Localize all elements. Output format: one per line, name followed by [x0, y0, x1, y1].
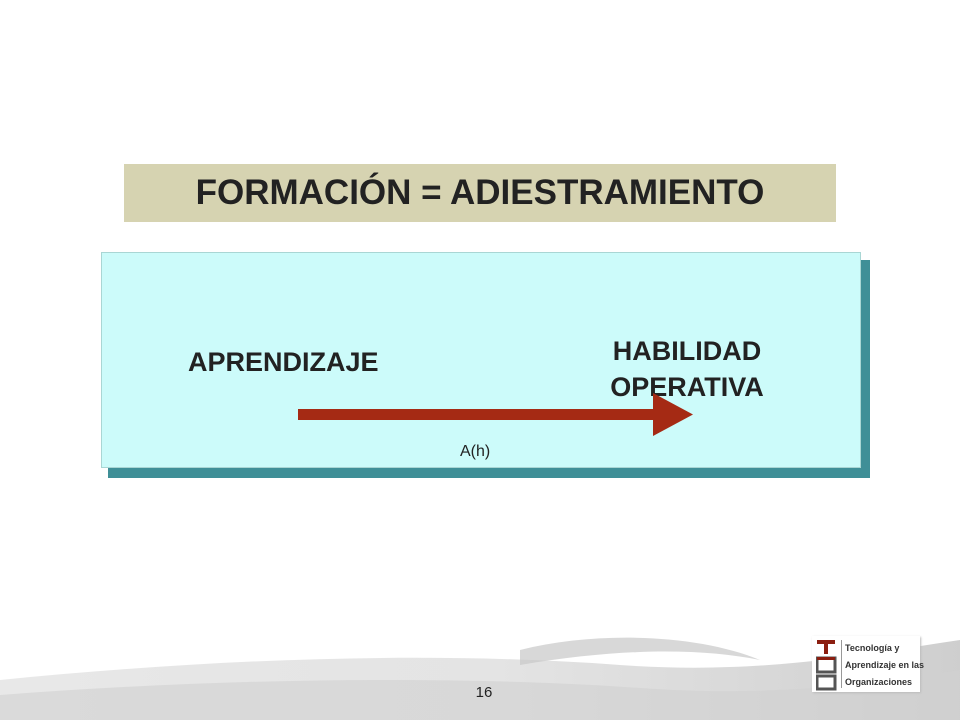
habilidad-operativa-label: HABILIDAD OPERATIVA	[572, 333, 802, 405]
tao-logo: Tecnología y Aprendizaje en las Organiza…	[812, 636, 924, 692]
arrow-head-icon	[653, 393, 693, 436]
arrow-shaft	[298, 409, 658, 420]
progress-arrow	[298, 393, 693, 436]
page-title: FORMACIÓN = ADIESTRAMIENTO	[195, 173, 765, 212]
decorative-swoosh	[0, 637, 960, 720]
aprendizaje-label: APRENDIZAJE	[188, 347, 379, 377]
title-banner: FORMACIÓN = ADIESTRAMIENTO	[124, 164, 836, 222]
tao-logo-mark-icon	[816, 640, 837, 691]
logo-divider	[841, 640, 842, 688]
habilidad-line: HABILIDAD	[612, 336, 762, 366]
page-number: 16	[475, 684, 493, 701]
logo-text-line-2: Aprendizaje en las	[845, 660, 925, 670]
operativa-line: OPERATIVA	[610, 372, 764, 402]
logo-text-line-1: Tecnología y	[845, 643, 900, 653]
arrow-label: A(h)	[460, 443, 491, 460]
diagram-panel: APRENDIZAJE HABILIDAD OPERATIVA A(h)	[101, 252, 861, 468]
logo-text-line-3: Organizaciones	[845, 677, 913, 687]
